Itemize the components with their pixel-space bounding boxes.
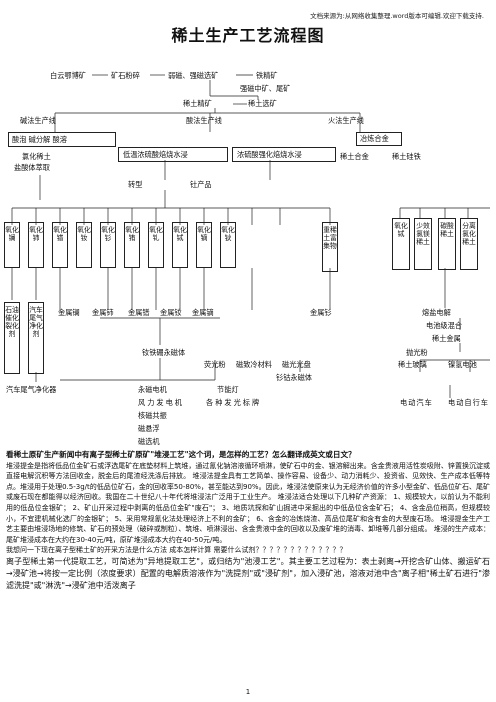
vbox-oxide-pr: 氧化镨 — [52, 222, 68, 268]
vbox-oxide-gd: 氧化钆 — [148, 222, 164, 268]
acid-box-strong: 浓硫酸强化焙烧水浸 — [232, 147, 336, 162]
metal-la: 金属镧 — [58, 308, 80, 317]
vbox-catalyst: 石油催化裂化剂 — [4, 302, 20, 374]
metal-nd: 金属钕 — [160, 308, 182, 317]
app-ev: 电动汽车 — [400, 398, 433, 407]
vbox-oxide-dy: 氧化镝 — [196, 222, 212, 268]
vbox-oxide-nd: 氧化钕 — [76, 222, 92, 268]
right-nimh: 镍氢电池 — [448, 360, 477, 369]
flow-node-re-dressing: 稀土选矿 — [248, 99, 277, 108]
vbox-tb2: 氧化铽 — [392, 218, 410, 270]
vbox-oxide-ho: 氧化钬 — [220, 222, 236, 268]
app-mri: 核磁共振 — [138, 411, 167, 420]
article-paragraph-1: 堆浸提金是指将低品位金矿石或浮选尾矿在底垫材料上筑堆，通过氰化钠溶液循环喷淋，使… — [6, 461, 490, 544]
flow-node-recl: 氯化稀土 — [22, 152, 51, 161]
article-paragraph-3: 离子型稀土第一代提取工艺，可简述为"异地提取工艺"，或归结为"池浸工艺"。其主要… — [6, 556, 490, 590]
source-note: 文档来源为:从网络收集整理.word版本可编辑.欢迎下载支持. — [310, 12, 484, 20]
flow-node-magsep: 弱磁、强磁选矿 — [168, 71, 219, 80]
page-title: 稀土生产工艺流程图 — [171, 26, 325, 45]
line-alkali: 碱法生产线 — [20, 116, 56, 125]
app-pm-motor: 永磁电机 — [138, 385, 167, 394]
right-battery-mix: 电池级混合 — [426, 321, 462, 330]
right-electrolysis: 熔盐电解 — [422, 308, 451, 317]
vbox-exhaust: 汽车尾气净化剂 — [28, 302, 44, 374]
vbox-oxide-la: 氧化镧 — [4, 222, 20, 268]
right-re-metal: 稀土金属 — [432, 334, 461, 343]
smelting-box: 冶炼合金 — [356, 132, 402, 146]
app-wind: 风力发电机 — [138, 398, 184, 407]
flow-node-extraction: 盐酸体萃取 — [14, 163, 50, 172]
magnet-ndfeb: 钕铁硼永磁体 — [142, 348, 186, 357]
vbox-oxide-eu: 氧化铕 — [124, 222, 140, 268]
app-separator: 磁选机 — [138, 437, 160, 446]
flow-node-ferrosilicon: 稀土硅铁 — [392, 152, 421, 161]
app-ebike-1: 电动自行车 — [448, 398, 489, 407]
acid-box-low: 低温浓硫酸焙烧水浸 — [118, 147, 228, 162]
article: 看稀土原矿生产新闻中有离子型稀土矿原矿"堆浸工艺"这个词，是怎样的工艺？怎么翻译… — [6, 450, 490, 592]
flow-node-iron: 铁精矿 — [256, 71, 278, 80]
vbox-oxide-tb: 氧化铽 — [172, 222, 188, 268]
flow-node-ore: 白云鄂博矿 — [50, 71, 86, 80]
vbox-sep-chloride: 分离氯化稀土 — [460, 218, 478, 270]
vbox-oxide-ce: 氧化铈 — [28, 222, 44, 268]
article-heading: 看稀土原矿生产新闻中有离子型稀土矿原矿"堆浸工艺"这个词，是怎样的工艺？怎么翻译… — [6, 450, 356, 459]
magnet-smco: 钐钴永磁体 — [276, 373, 312, 382]
flow-node-tailings: 强磁中矿、尾矿 — [240, 84, 291, 93]
flow-node-convert: 转型 — [128, 180, 143, 189]
vbox-heavy: 重稀土富集物 — [322, 222, 338, 272]
app-lamp: 节能灯 — [217, 385, 239, 394]
metal-dy: 金属镝 — [192, 308, 214, 317]
vbox-carbonate: 碳酸稀土 — [438, 218, 456, 270]
app-exhaust-purifier: 汽车尾气净化器 — [6, 385, 57, 394]
mat-mo-disc: 磁光光盘 — [282, 360, 311, 369]
line-fire: 火法生产线 — [328, 116, 364, 125]
line-acid: 酸法生产线 — [186, 116, 222, 125]
metal-pr: 金属镨 — [128, 308, 150, 317]
right-glass: 稀土玻璃 — [398, 360, 427, 369]
page-number: 1 — [245, 688, 251, 696]
flow-node-thorium: 钍产品 — [190, 180, 212, 189]
flow-node-re-concentrate: 稀土精矿 — [183, 99, 212, 108]
metal-ce: 金属铈 — [92, 308, 114, 317]
app-signs: 各种发光标牌 — [206, 398, 262, 407]
flow-node-crush: 矿石粉碎 — [111, 71, 140, 80]
flow-node-alloy: 稀土合金 — [340, 152, 369, 161]
vbox-oxide-sm: 氧化钐 — [100, 222, 116, 268]
mat-magnetocaloric: 磁致冷材料 — [236, 360, 272, 369]
article-paragraph-2: 我想问一下现在离子型稀土矿的开采方法是什么方法 成本怎样计算 需要什么试剂？？？… — [6, 546, 347, 555]
mat-phosphor: 荧光粉 — [204, 360, 226, 369]
metal-sm: 金属钐 — [310, 308, 332, 317]
alkali-box: 酸泡 碱分解 酸溶 — [8, 132, 116, 147]
app-maglev: 磁悬浮 — [138, 424, 160, 433]
right-polish: 抛光粉 — [406, 348, 428, 357]
vbox-mgcl: 少效氯镁稀土 — [414, 218, 432, 270]
